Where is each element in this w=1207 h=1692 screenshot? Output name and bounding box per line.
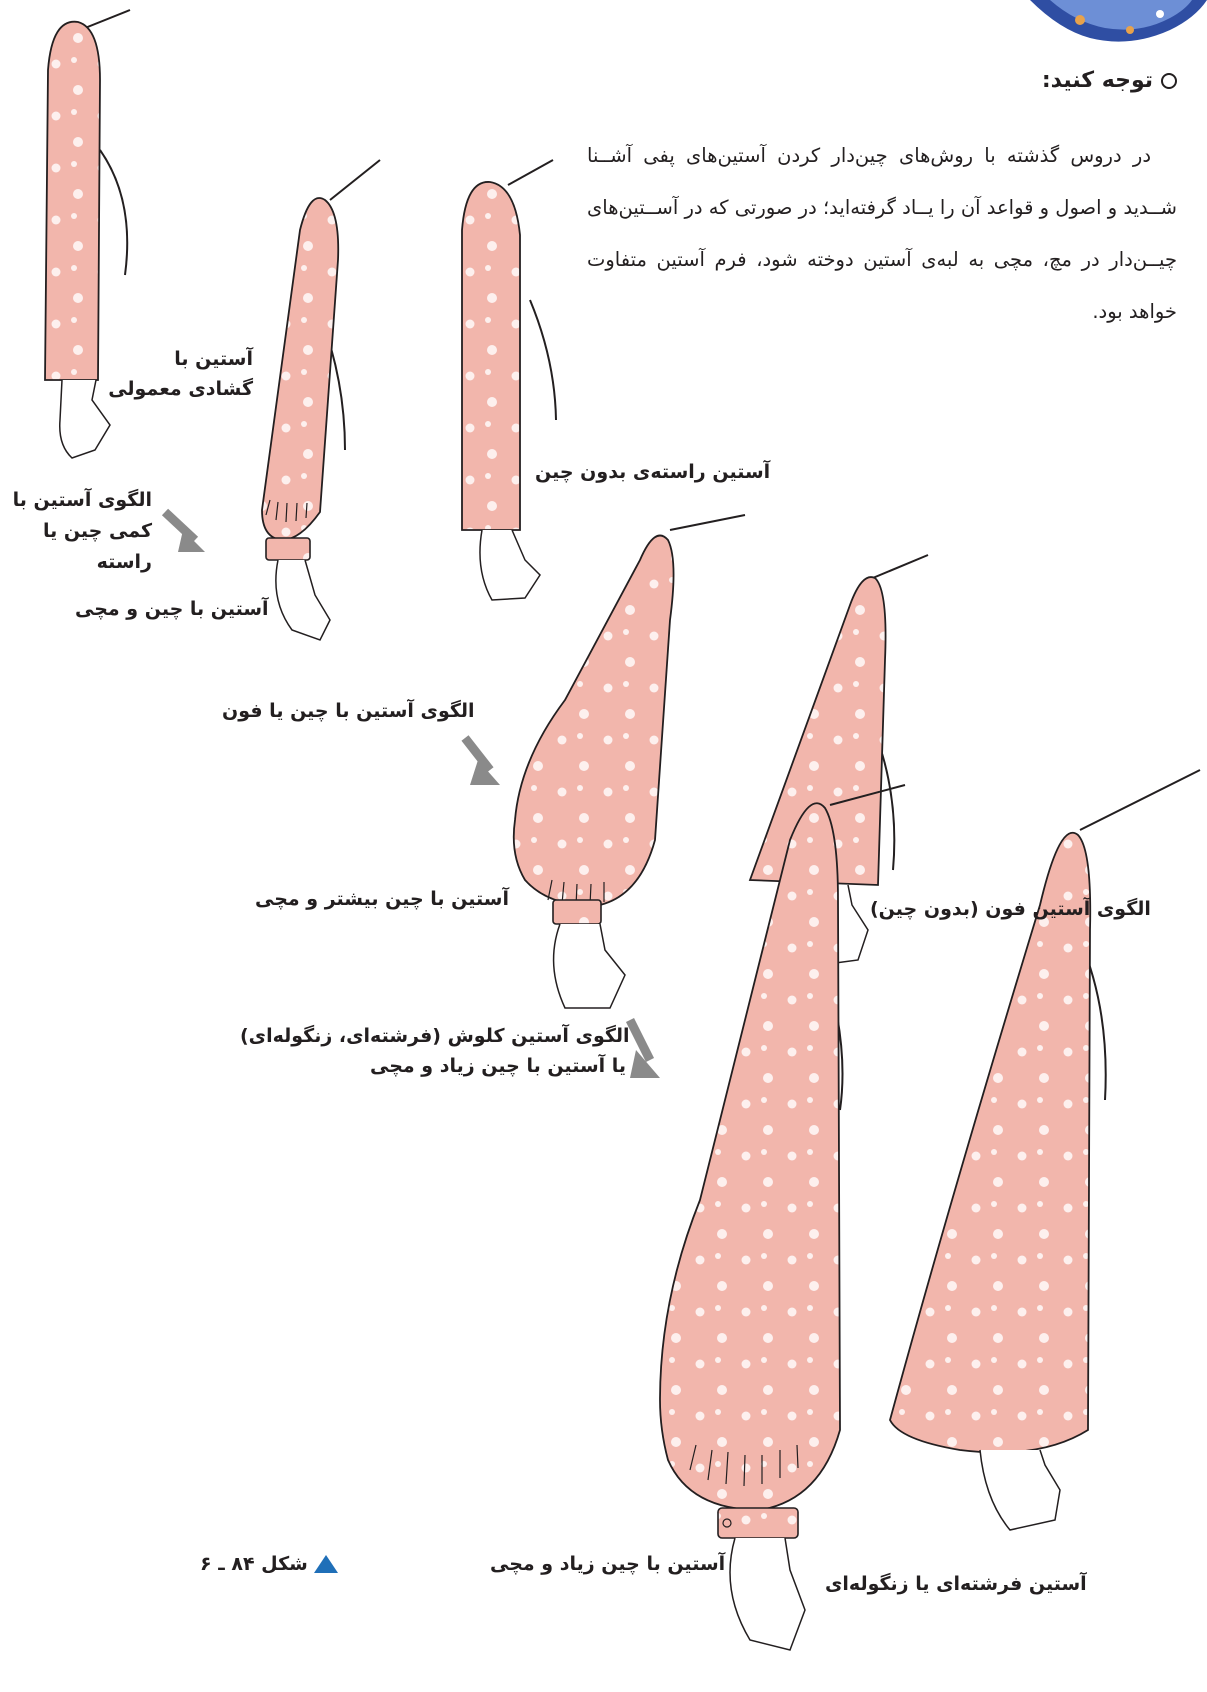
- sleeve-straight: [462, 160, 556, 600]
- label-flare-pattern-2: یا آستین با چین زیاد و مچی: [370, 1052, 626, 1080]
- label-angel-bell: آستین فرشته‌ای یا زنگوله‌ای: [825, 1570, 1087, 1598]
- label-flare-pattern-1: الگوی آستین کلوش (فرشته‌ای، زنگوله‌ای): [240, 1022, 630, 1050]
- label-fun-pattern: الگوی آستین فون (بدون چین): [870, 895, 1151, 923]
- arrow-1-icon: [165, 512, 195, 540]
- figure-caption: شکل ۸۴ ـ ۶: [200, 1553, 338, 1575]
- label-more-gather-cuff: آستین با چین بیشتر و مچی: [255, 885, 509, 913]
- sleeve-much-gather: [660, 785, 905, 1650]
- sleeve-gather-cuff: [262, 160, 380, 640]
- arrow-3-icon: [630, 1020, 650, 1060]
- label-normal-width: آستین با گشادی معمولی: [108, 344, 253, 404]
- label-gathered-cuff: آستین با چین و مچی: [75, 595, 269, 623]
- sleeve-angel-bell: [890, 770, 1200, 1530]
- label-pattern-slight: الگوی آستین با کمی چین یا راسته: [2, 485, 152, 578]
- label-straight-no-gather: آستین راسته‌ی بدون چین: [535, 458, 770, 486]
- label-much-gather-cuff: آستین با چین زیاد و مچی: [490, 1550, 725, 1578]
- triangle-marker-icon: [314, 1555, 338, 1573]
- label-pattern-gather-fun: الگوی آستین با چین یا فون: [222, 697, 475, 725]
- sleeve-more-gather: [514, 515, 745, 1008]
